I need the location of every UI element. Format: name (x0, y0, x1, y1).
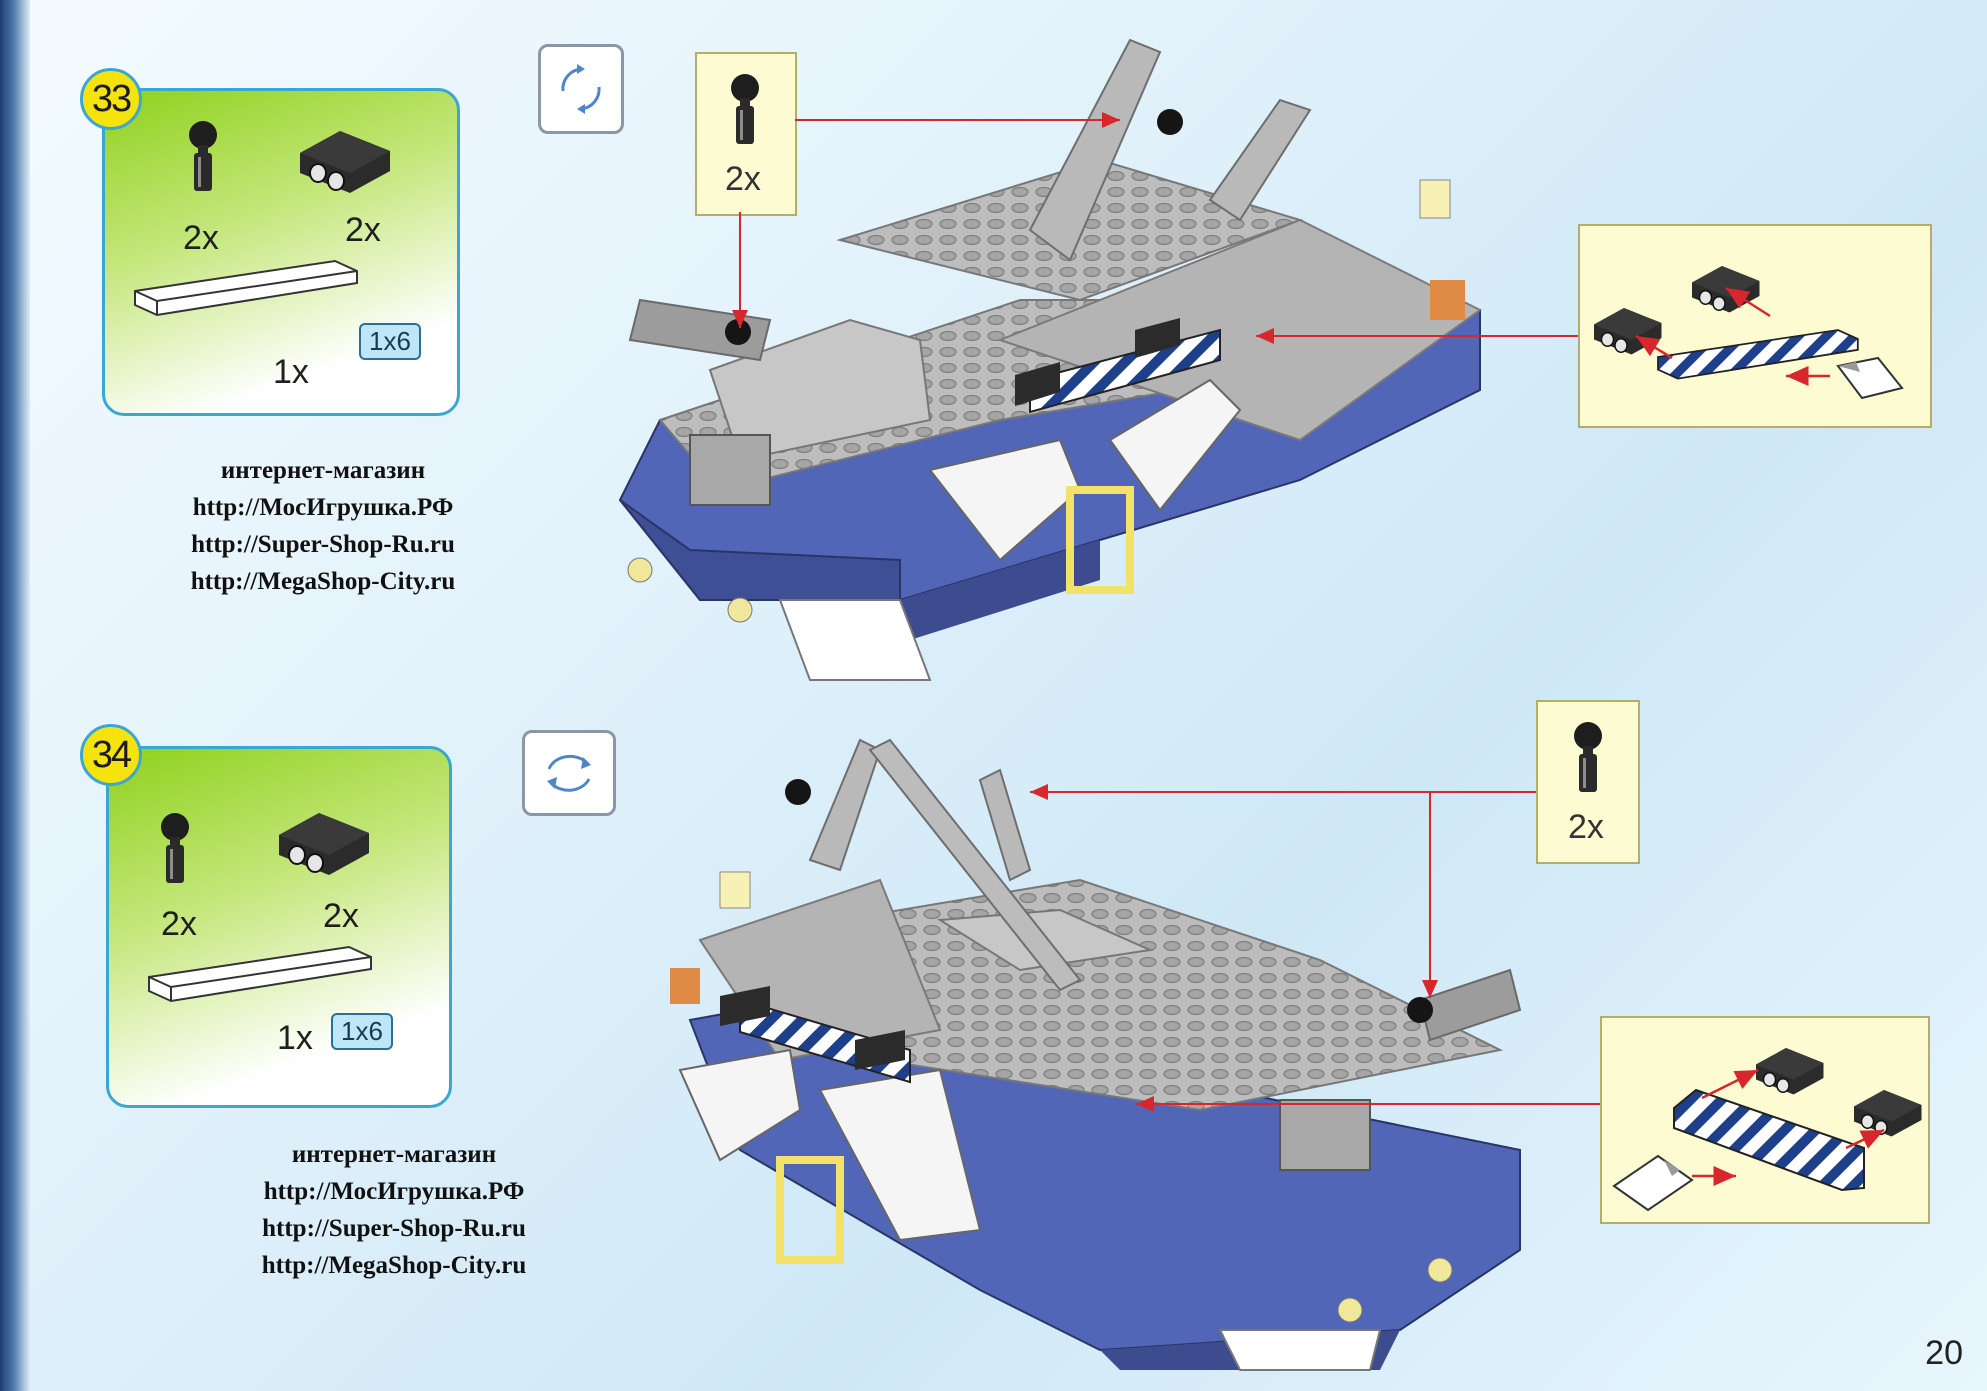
callout-qty: 2x (725, 160, 761, 198)
rotate-model-icon (547, 754, 591, 792)
sticker-icon (1612, 1154, 1694, 1212)
vehicle-model-step-34 (670, 738, 1522, 1371)
shop-link[interactable]: http://MegaShop-City.ru (261, 1252, 527, 1279)
tile-icon (1673, 1088, 1865, 1192)
part-qty-tile: 1x (273, 353, 309, 391)
tile-size-tag: 1x6 (331, 1013, 393, 1050)
shop-caption: интернет-магазин (291, 1141, 497, 1168)
shop-link[interactable]: http://Super-Shop-Ru.ru (191, 531, 455, 558)
rotate-model-indicator (522, 730, 616, 816)
part-qty-bracket: 2x (323, 897, 359, 935)
parts-list-box-step-34: 2x 2x 1x 1x6 (106, 746, 452, 1108)
tile-icon (1657, 329, 1859, 380)
part-qty-ball-pin: 2x (183, 219, 219, 257)
sticker-detail-illustration (1612, 1047, 1923, 1212)
sticker-detail-callout-step-33 (1578, 224, 1932, 428)
sticker-detail-callout-step-34 (1600, 1016, 1930, 1224)
rotate-model-icon (561, 64, 601, 114)
tile-size-tag: 1x6 (359, 323, 421, 360)
parts-list-box-step-33: 2x 2x 1x 1x6 (102, 88, 460, 416)
step-number-badge: 34 (80, 724, 142, 786)
part-qty-tile: 1x (277, 1019, 313, 1057)
shop-link[interactable]: http://Super-Shop-Ru.ru (262, 1215, 526, 1242)
callout-qty: 2x (1568, 808, 1604, 846)
sticker-icon (1836, 356, 1904, 400)
part-qty-bracket: 2x (345, 211, 381, 249)
shop-link[interactable]: http://МосИгрушка.РФ (192, 494, 454, 521)
shop-link[interactable]: http://МосИгрушка.РФ (263, 1178, 525, 1205)
shop-caption: интернет-магазин (220, 457, 426, 484)
callout-ball-pin-step-33: 2x (695, 52, 797, 216)
sticker-detail-illustration (1593, 265, 1904, 400)
shop-links-step-34: интернет-магазин http://МосИгрушка.РФ ht… (238, 1136, 550, 1284)
part-qty-ball-pin: 2x (161, 905, 197, 943)
rotate-model-indicator (538, 44, 624, 134)
callout-ball-pin-step-34: 2x (1536, 700, 1640, 864)
shop-link[interactable]: http://MegaShop-City.ru (190, 568, 456, 595)
book-binding (0, 0, 30, 1391)
page-number: 20 (1925, 1334, 1963, 1372)
vehicle-model-step-33 (618, 38, 1482, 681)
step-number-badge: 33 (80, 68, 142, 130)
shop-links-step-33: интернет-магазин http://МосИгрушка.РФ ht… (168, 452, 478, 600)
